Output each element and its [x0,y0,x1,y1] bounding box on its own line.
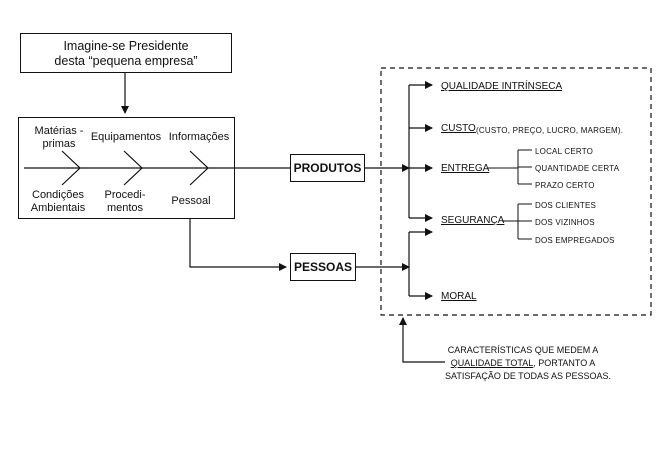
dimension-custo: CUSTO [441,123,476,134]
cause-procedimentos-line1: Procedi- [104,189,146,201]
arrow-caption-to-frame [399,317,445,363]
seguranca-item-empregados: DOS EMPREGADOS [535,236,615,245]
dimension-moral: MORAL [441,291,477,302]
cause-condicoes-line1: Condições [32,189,84,201]
entrega-item-quantidade: QUANTIDADE CERTA [535,164,620,173]
chevron-3 [189,150,209,186]
seguranca-item-clientes: DOS CLIENTES [535,201,597,210]
cause-condicoes-line2: Ambientais [30,202,86,214]
produtos-label: PRODUTOS [293,161,362,175]
dimension-qualidade: QUALIDADE INTRÍNSECA [441,81,563,92]
caption-line3: SATISFAÇÃO DE TODAS AS PESSOAS. [445,371,612,381]
produtos-box [290,154,365,182]
process-box [18,117,235,219]
top-box-line1: Imagine-se Presidente [63,39,189,53]
cause-informacoes: Informações [168,131,230,143]
arrow-pessoal-to-pessoas [189,219,287,271]
caption-line1: CARACTERÍSTICAS QUE MEDEM A [447,345,599,355]
pessoas-box [290,253,356,281]
caption-line2-rest: , PORTANTO A [533,358,596,368]
top-box-line2: desta “pequena empresa” [54,54,198,68]
chevron-2 [123,150,143,186]
seguranca-item-vizinhos: DOS VIZINHOS [535,218,595,227]
caption-qualidade-total: QUALIDADE TOTAL [450,358,534,368]
caption-line2: QUALIDADE TOTAL, PORTANTO A [445,357,601,370]
top-box [20,33,232,73]
cause-materias-line1: Matérias - [34,125,84,137]
entrega-item-prazo: PRAZO CERTO [535,181,595,190]
pessoas-label: PESSOAS [293,260,353,274]
cause-equipamentos: Equipamentos [90,131,162,143]
cause-materias-line2: primas [42,138,76,150]
cause-pessoal: Pessoal [171,195,211,207]
chevron-1 [61,150,81,186]
dashed-frame [380,67,652,316]
entrega-item-local: LOCAL CERTO [535,147,594,156]
dimension-entrega: ENTREGA [441,163,490,174]
cause-procedimentos-line2: mentos [106,202,144,214]
dimension-seguranca: SEGURANÇA [441,215,505,226]
dimension-custo-detail: (CUSTO, PREÇO, LUCRO, MARGEM). [476,126,624,135]
